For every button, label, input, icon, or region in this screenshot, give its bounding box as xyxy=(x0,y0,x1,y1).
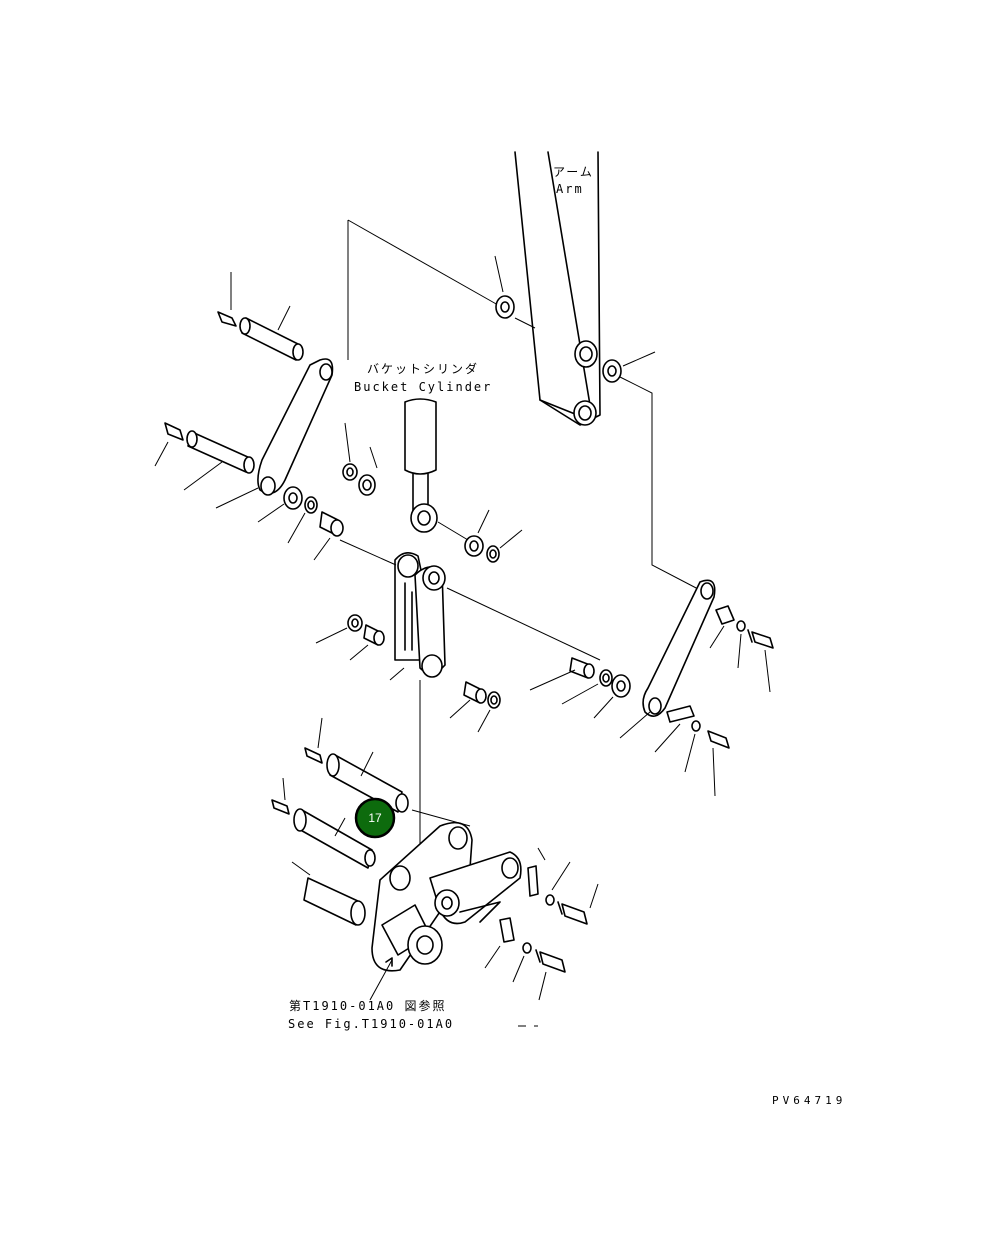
lower-pins xyxy=(271,717,409,869)
left-link xyxy=(215,358,334,509)
lower-left-pin xyxy=(154,422,255,491)
arm-label-jp: アーム xyxy=(553,165,594,179)
arm xyxy=(514,151,601,426)
right-link xyxy=(619,579,716,739)
callout-number[interactable]: 17 xyxy=(368,811,382,825)
see-figure-label-en: See Fig.T1910-01A0 xyxy=(288,1017,454,1031)
callout-circle[interactable] xyxy=(354,797,396,839)
arm-label-en: Arm xyxy=(556,182,584,196)
bucket-link-assembly xyxy=(371,809,522,972)
bucket-cylinder xyxy=(404,398,469,541)
upper-left-pin xyxy=(217,272,304,361)
center-link-pair xyxy=(339,539,601,860)
callout-17[interactable]: 17 xyxy=(354,797,396,839)
bucket-cylinder-label-en: Bucket Cylinder xyxy=(354,380,492,394)
see-figure-label-jp: 第T1910-01A0 図参照 xyxy=(289,998,446,1013)
drawing-code: PV64719 xyxy=(772,1094,846,1107)
bucket-cylinder-label-jp: バケットシリンダ xyxy=(367,361,479,376)
